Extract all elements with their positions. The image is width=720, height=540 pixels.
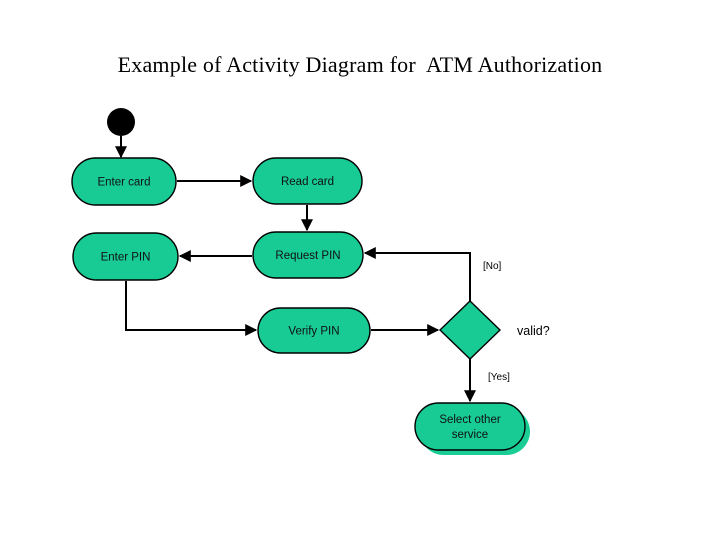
page-title: Example of Activity Diagram for ATM Auth… [117, 52, 603, 77]
guards-layer: valid? [No] [Yes] [483, 261, 550, 383]
start-node-icon [107, 108, 135, 136]
transition-decision-no-to-request [363, 247, 471, 301]
guard-label-guard-no: [No] [483, 261, 502, 272]
transitions-layer [115, 136, 476, 403]
activity-node-verify-pin[interactable]: Verify PIN [257, 307, 371, 354]
activity-label: Enter card [97, 177, 150, 189]
activity-body [252, 231, 364, 279]
activity-label: Enter PIN [101, 252, 151, 264]
activity-node-request-pin[interactable]: Request PIN [252, 231, 364, 279]
activity-label: Request PIN [275, 250, 340, 262]
guard-label-guard-yes: [Yes] [488, 372, 510, 383]
transition-enter-pin-to-verify [125, 281, 258, 336]
activity-node-enter-card[interactable]: Enter card [71, 157, 177, 206]
decision-label: valid? [517, 324, 550, 338]
activity-label: Read card [281, 176, 334, 188]
activity-body [72, 232, 179, 281]
activity-label: Verify PIN [288, 326, 339, 338]
activity-node-read-card[interactable]: Read card [252, 157, 363, 205]
decision-diamond [438, 300, 502, 360]
activity-body [257, 307, 371, 354]
decision-node-valid-decision[interactable] [438, 300, 502, 360]
activity-body [71, 157, 177, 206]
activity-node-enter-pin[interactable]: Enter PIN [72, 232, 179, 281]
activity-body [252, 157, 363, 205]
activity-body [414, 402, 526, 451]
